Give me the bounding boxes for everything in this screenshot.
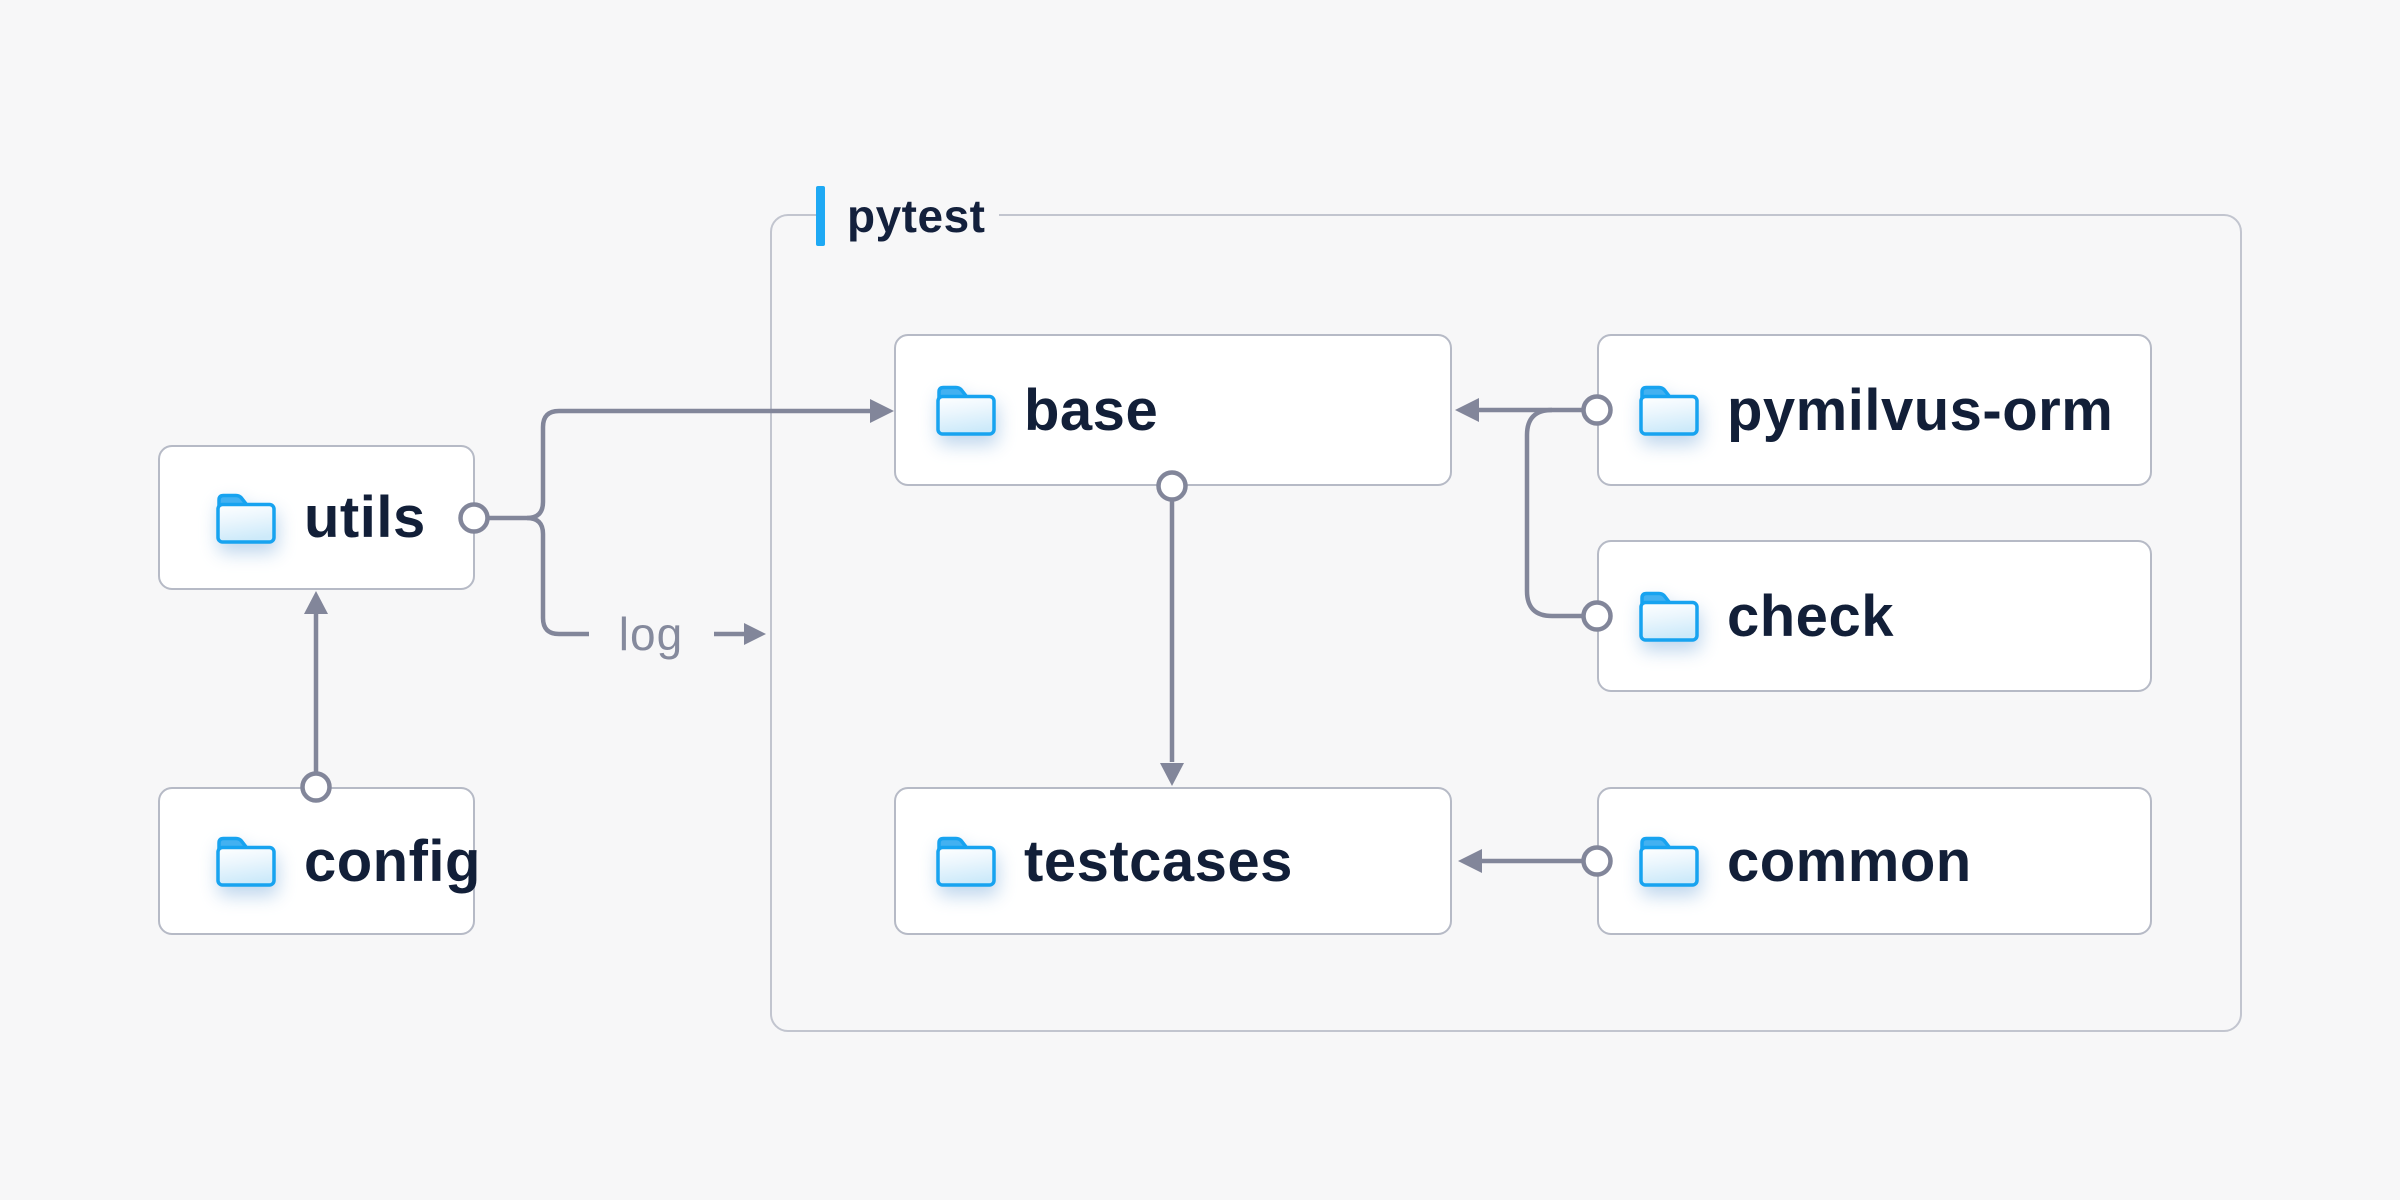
node-check: check <box>1597 540 2152 692</box>
node-label-testcases: testcases <box>1024 828 1293 894</box>
pytest-group-container: pytest <box>770 185 2242 1032</box>
folder-icon <box>934 383 998 437</box>
folder-icon <box>1637 589 1701 643</box>
accent-bar-icon <box>816 186 825 246</box>
node-label-check: check <box>1727 583 1894 649</box>
node-label-base: base <box>1024 377 1159 443</box>
node-label-config: config <box>304 828 481 894</box>
node-utils: utils <box>158 445 475 590</box>
node-label-common: common <box>1727 828 1972 894</box>
group-title: pytest <box>847 190 986 242</box>
pytest-group-label: pytest <box>816 185 1000 247</box>
node-pymilvus-orm: pymilvus-orm <box>1597 334 2152 486</box>
node-label-pymilvus-orm: pymilvus-orm <box>1727 377 2114 443</box>
node-config: config <box>158 787 480 935</box>
edge-config-utils <box>300 591 332 803</box>
folder-icon <box>934 834 998 888</box>
folder-icon <box>214 834 278 888</box>
edge-label-log: log <box>618 608 684 660</box>
edge-log-pytest <box>714 623 766 645</box>
folder-icon <box>214 491 278 545</box>
node-testcases: testcases <box>894 787 1452 935</box>
folder-icon <box>1637 834 1701 888</box>
node-common: common <box>1597 787 2152 935</box>
folder-icon <box>1637 383 1701 437</box>
node-base: base <box>894 334 1452 486</box>
node-label-utils: utils <box>304 485 426 550</box>
